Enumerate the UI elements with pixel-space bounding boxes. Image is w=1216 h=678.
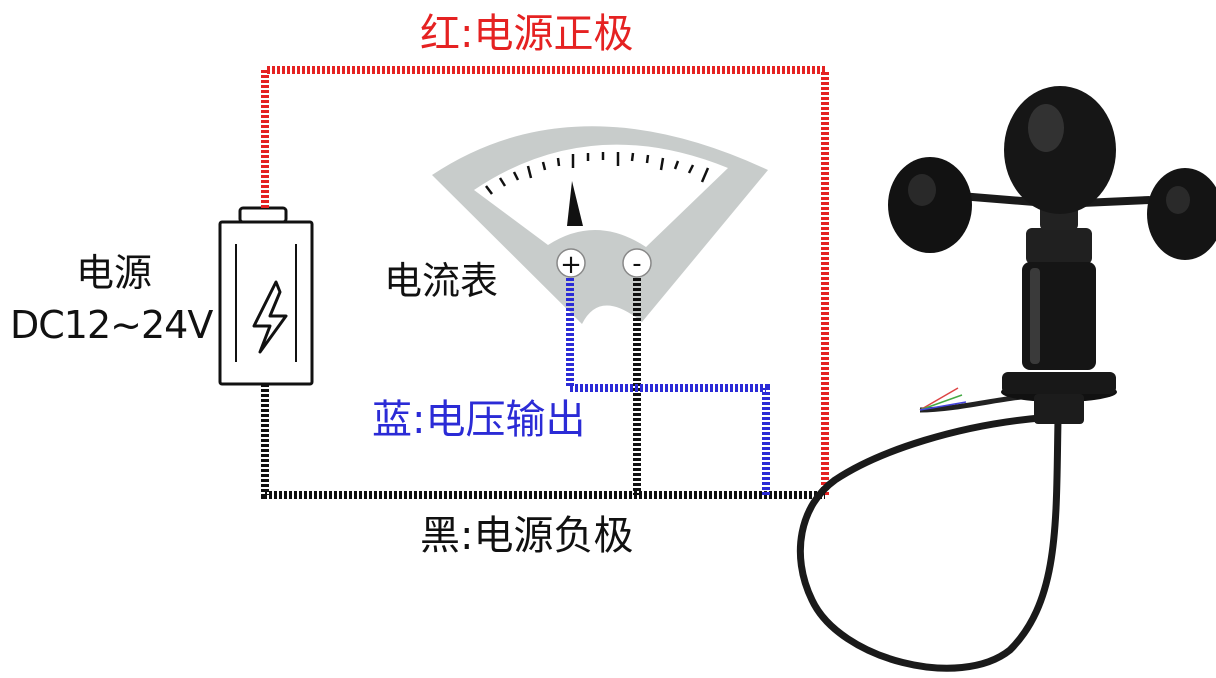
blue-wire-label: 蓝:电压输出 bbox=[372, 397, 586, 443]
meter-plus-label: + bbox=[560, 250, 582, 280]
meter-minus-label: - bbox=[632, 249, 641, 279]
power-supply-title: 电源 bbox=[76, 251, 153, 295]
battery-lightning-icon bbox=[218, 206, 314, 386]
ammeter-icon bbox=[432, 126, 768, 324]
power-supply-voltage: DC12~24V bbox=[10, 303, 213, 347]
cup-anemometer-icon bbox=[796, 86, 1216, 672]
red-wire bbox=[261, 66, 829, 495]
blue-wire bbox=[566, 278, 770, 495]
black-wire-label: 黑:电源负极 bbox=[420, 513, 634, 559]
black-wire bbox=[261, 384, 825, 499]
red-wire-label: 红:电源正极 bbox=[420, 11, 634, 57]
meter-title: 电流表 bbox=[384, 259, 499, 303]
